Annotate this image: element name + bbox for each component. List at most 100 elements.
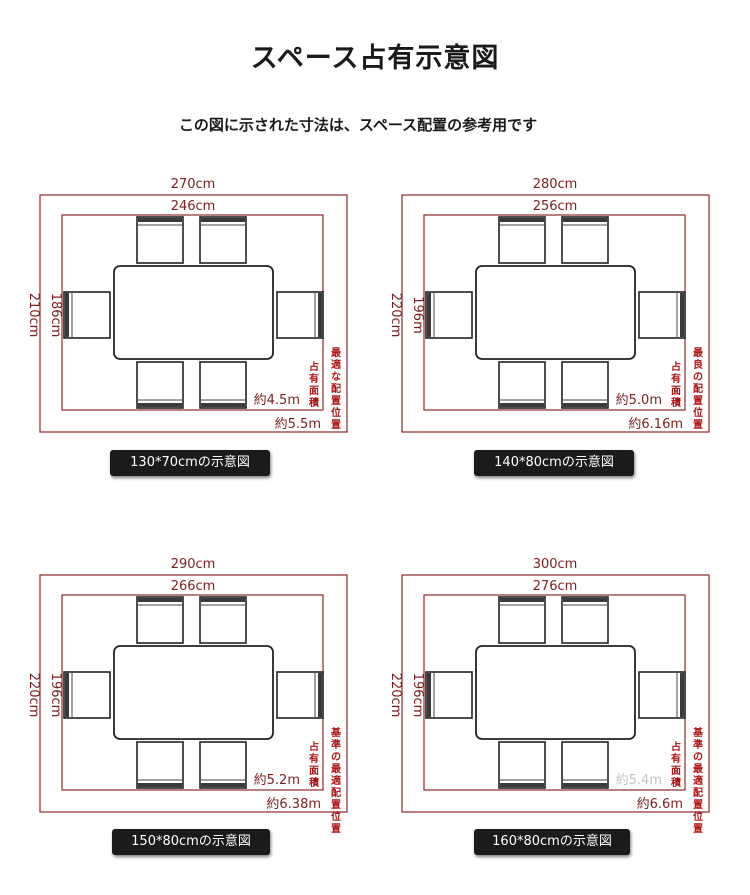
svg-text:置: 置 xyxy=(693,823,703,835)
svg-text:な: な xyxy=(331,371,341,383)
outer-area-label: 約6.16m xyxy=(628,417,683,432)
outer-width-label: 300cm xyxy=(533,557,578,572)
dining-table xyxy=(475,265,636,360)
svg-text:配: 配 xyxy=(693,383,703,395)
outer-height-label: 220cm xyxy=(388,293,403,338)
outer-width-label: 290cm xyxy=(171,557,216,572)
outer-area-label: 約5.5m xyxy=(275,417,321,432)
svg-text:適: 適 xyxy=(693,774,703,787)
chair-top-left xyxy=(498,216,546,264)
svg-text:積: 積 xyxy=(670,396,682,409)
caption-diagram-2: 140*80cmの示意図 xyxy=(474,450,634,476)
outer-area-label: 約6.6m xyxy=(637,797,683,812)
svg-text:占: 占 xyxy=(671,740,681,753)
svg-text:の: の xyxy=(331,752,341,763)
outer-width-label: 280cm xyxy=(533,177,578,192)
chair-bottom-right xyxy=(561,741,609,789)
svg-text:積: 積 xyxy=(670,776,682,789)
outer-boundary xyxy=(401,574,710,813)
chair-top-right xyxy=(561,216,609,264)
page-subtitle: この図に示された寸法は、スペース配置の参考用です xyxy=(178,116,538,134)
inner-width-label: 256cm xyxy=(533,199,578,214)
svg-text:置: 置 xyxy=(331,419,341,431)
svg-text:配: 配 xyxy=(331,787,341,799)
svg-text:の: の xyxy=(693,372,703,383)
dining-table xyxy=(113,645,274,740)
chair-bottom-right xyxy=(561,361,609,409)
svg-text:置: 置 xyxy=(331,823,341,835)
outer-height-label: 220cm xyxy=(26,673,41,718)
svg-text:最: 最 xyxy=(331,763,342,775)
chair-top-right xyxy=(199,596,247,644)
inner-area-label: 約5.2m xyxy=(254,773,300,788)
chair-bottom-right xyxy=(199,741,247,789)
svg-text:面: 面 xyxy=(309,765,319,777)
inner-area-label: 約5.0m xyxy=(616,393,662,408)
caption-diagram-3: 150*80cmの示意図 xyxy=(112,829,270,855)
chair-left-end xyxy=(425,671,473,719)
svg-text:置: 置 xyxy=(693,799,703,811)
svg-text:積: 積 xyxy=(308,396,320,409)
svg-text:準: 準 xyxy=(331,738,341,751)
inner-width-label: 246cm xyxy=(171,199,216,214)
chair-right-end xyxy=(276,671,324,719)
svg-text:適: 適 xyxy=(331,358,341,371)
svg-text:置: 置 xyxy=(331,799,341,811)
svg-text:有: 有 xyxy=(309,752,319,765)
outer-area-label: 約6.38m xyxy=(266,797,321,812)
outer-width-label: 270cm xyxy=(171,177,216,192)
inner-height-label: 196cm xyxy=(410,673,425,718)
chair-right-end xyxy=(638,291,686,339)
svg-text:配: 配 xyxy=(331,383,341,395)
chair-bottom-right xyxy=(199,361,247,409)
page-title: スペース占有示意図 xyxy=(250,43,500,74)
chair-bottom-left xyxy=(136,741,184,789)
chair-right-end xyxy=(638,671,686,719)
svg-text:面: 面 xyxy=(671,385,681,397)
dining-table xyxy=(113,265,274,360)
outer-height-label: 210cm xyxy=(26,293,41,338)
chair-bottom-left xyxy=(498,361,546,409)
outer-boundary xyxy=(39,574,348,813)
inner-height-label: 196m xyxy=(410,296,425,333)
chair-top-left xyxy=(498,596,546,644)
svg-text:位: 位 xyxy=(693,406,703,419)
chair-left-end xyxy=(63,291,111,339)
inner-width-label: 276cm xyxy=(533,579,578,594)
outer-boundary xyxy=(401,194,710,433)
svg-text:有: 有 xyxy=(309,372,319,385)
svg-text:面: 面 xyxy=(671,765,681,777)
svg-text:の: の xyxy=(693,752,703,763)
svg-text:有: 有 xyxy=(671,372,681,385)
chair-top-right xyxy=(199,216,247,264)
chair-top-left xyxy=(136,216,184,264)
svg-text:置: 置 xyxy=(331,395,341,407)
chair-top-left xyxy=(136,596,184,644)
outer-boundary xyxy=(39,194,348,433)
inner-width-label: 266cm xyxy=(171,579,216,594)
inner-area-label: 約5.4m xyxy=(616,773,662,788)
svg-text:位: 位 xyxy=(331,810,341,823)
svg-text:占: 占 xyxy=(309,360,319,373)
chair-bottom-left xyxy=(498,741,546,789)
svg-text:位: 位 xyxy=(331,406,341,419)
svg-text:位: 位 xyxy=(693,810,703,823)
chair-left-end xyxy=(425,291,473,339)
svg-text:基: 基 xyxy=(330,726,342,739)
svg-text:有: 有 xyxy=(671,752,681,765)
svg-text:面: 面 xyxy=(309,385,319,397)
svg-text:置: 置 xyxy=(693,419,703,431)
svg-text:基: 基 xyxy=(692,726,704,739)
